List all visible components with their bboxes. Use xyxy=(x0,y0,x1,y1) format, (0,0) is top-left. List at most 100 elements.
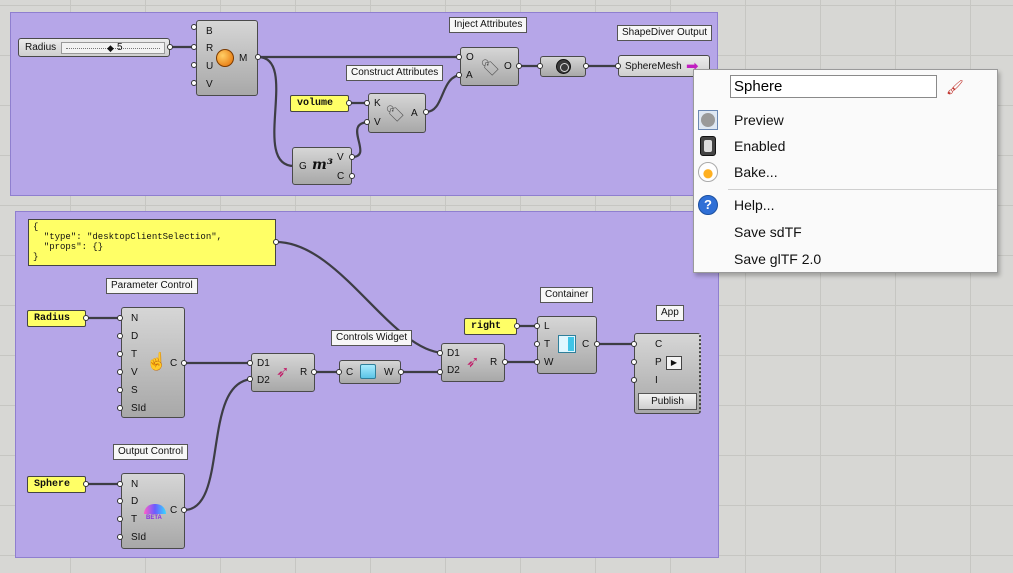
inject-attributes-title: Inject Attributes xyxy=(449,17,528,33)
output-control-title: Output Control xyxy=(113,444,189,460)
publish-button[interactable]: Publish xyxy=(638,393,697,410)
menu-item-enabled[interactable]: Enabled xyxy=(694,135,997,157)
output-port-d[interactable] xyxy=(117,498,123,504)
inject-port-o-in[interactable] xyxy=(456,54,462,60)
container-component[interactable]: L T W C xyxy=(537,316,597,374)
shapediver-output-port[interactable] xyxy=(615,63,621,69)
merge-component-2[interactable]: D1 D2 ➶ R xyxy=(441,343,505,382)
sphere-panel[interactable]: Sphere xyxy=(27,476,86,493)
merge1-port-d1[interactable] xyxy=(247,360,253,366)
volume-panel[interactable]: volume xyxy=(290,95,349,112)
param-port-s[interactable] xyxy=(117,387,123,393)
param-port-d[interactable] xyxy=(117,333,123,339)
app-port-p[interactable] xyxy=(631,359,637,365)
param-input-n: N xyxy=(131,313,139,324)
menu-item-help[interactable]: ? Help... xyxy=(694,194,997,216)
merge2-port-d1[interactable] xyxy=(437,350,443,356)
volume-component[interactable]: G m³ V C xyxy=(292,147,352,185)
construct-attributes-component[interactable]: K V 🏷 A xyxy=(368,93,426,133)
param-input-sid: SId xyxy=(131,403,147,414)
radius-panel-port[interactable] xyxy=(83,315,89,321)
mesh-port-out[interactable] xyxy=(583,63,589,69)
volume-m3-icon: m³ xyxy=(312,157,333,173)
sphere-port-b[interactable] xyxy=(191,24,197,30)
parameter-control-title: Parameter Control xyxy=(106,278,198,294)
hand-pointer-icon: ☝ xyxy=(146,352,168,371)
tag-icon: 🏷 xyxy=(385,106,406,123)
component-name-input[interactable] xyxy=(730,75,937,98)
menu-item-bake[interactable]: Bake... xyxy=(694,161,997,183)
param-port-v[interactable] xyxy=(117,369,123,375)
inject-port-o-out[interactable] xyxy=(516,63,522,69)
volume-panel-port[interactable] xyxy=(346,100,352,106)
slider-track[interactable] xyxy=(61,42,165,54)
output-port-c[interactable] xyxy=(181,507,187,513)
widget-port-c[interactable] xyxy=(336,369,342,375)
construct-output-a: A xyxy=(411,108,418,119)
widget-icon xyxy=(360,364,376,379)
app-component[interactable]: C P I ▶ Publish xyxy=(634,333,701,414)
construct-port-k[interactable] xyxy=(364,100,370,106)
json-line-4: } xyxy=(33,252,39,262)
merge1-port-d2[interactable] xyxy=(247,376,253,382)
mesh-icon xyxy=(556,59,571,74)
slider-knob-icon[interactable]: ◆ xyxy=(107,43,114,53)
right-panel-port[interactable] xyxy=(514,323,520,329)
right-panel[interactable]: right xyxy=(464,318,517,335)
menu-item-save-gltf[interactable]: Save glTF 2.0 xyxy=(694,248,997,270)
param-input-d: D xyxy=(131,331,139,342)
param-port-sid[interactable] xyxy=(117,405,123,411)
merge-component-1[interactable]: D1 D2 ➶ R xyxy=(251,353,315,392)
json-panel[interactable]: { "type": "desktopClientSelection", "pro… xyxy=(28,219,276,266)
json-line-2: "type": "desktopClientSelection", xyxy=(33,232,223,242)
app-port-i[interactable] xyxy=(631,377,637,383)
container-port-l[interactable] xyxy=(534,323,540,329)
merge-arrows-icon: ➶ xyxy=(276,364,290,381)
merge2-port-r[interactable] xyxy=(502,359,508,365)
json-panel-port[interactable] xyxy=(273,239,279,245)
container-port-c[interactable] xyxy=(594,341,600,347)
sphere-panel-port[interactable] xyxy=(83,481,89,487)
widget-port-w[interactable] xyxy=(398,369,404,375)
sphere-port-v[interactable] xyxy=(191,80,197,86)
param-port-t[interactable] xyxy=(117,351,123,357)
mesh-port-in[interactable] xyxy=(537,63,543,69)
inject-attributes-component[interactable]: O A 🏷 O xyxy=(460,47,519,86)
container-port-w[interactable] xyxy=(534,359,540,365)
output-port-t[interactable] xyxy=(117,516,123,522)
mesh-component[interactable] xyxy=(540,56,586,77)
slider-output-port[interactable] xyxy=(167,44,173,50)
sphere-port-u[interactable] xyxy=(191,62,197,68)
container-input-t: T xyxy=(544,339,551,350)
param-port-c[interactable] xyxy=(181,360,187,366)
merge2-port-d2[interactable] xyxy=(437,369,443,375)
sphere-output-m: M xyxy=(239,53,248,64)
output-port-n[interactable] xyxy=(117,481,123,487)
inject-port-a[interactable] xyxy=(456,72,462,78)
app-port-c[interactable] xyxy=(631,341,637,347)
volume-port-c[interactable] xyxy=(349,173,355,179)
sphere-component[interactable]: B R U V M xyxy=(196,20,258,96)
sphere-port-m[interactable] xyxy=(255,54,261,60)
radius-slider[interactable]: Radius ◆ 5 xyxy=(18,38,170,57)
container-port-t[interactable] xyxy=(534,341,540,347)
menu-item-preview[interactable]: Preview xyxy=(694,109,997,131)
param-input-v: V xyxy=(131,367,138,378)
sphere-port-r[interactable] xyxy=(191,44,197,50)
output-control-component[interactable]: N D T SId BETA C xyxy=(121,473,185,549)
construct-port-v[interactable] xyxy=(364,119,370,125)
volume-port-v[interactable] xyxy=(349,154,355,160)
param-output-c: C xyxy=(170,358,178,369)
inject-output-o: O xyxy=(504,61,512,72)
paint-bucket-icon[interactable]: 🖌 xyxy=(946,79,964,95)
controls-widget-component[interactable]: C W xyxy=(339,360,401,384)
parameter-control-component[interactable]: N D T V S SId ☝ C xyxy=(121,307,185,418)
param-port-n[interactable] xyxy=(117,315,123,321)
merge1-port-r[interactable] xyxy=(311,369,317,375)
construct-input-k: K xyxy=(374,98,381,109)
menu-item-save-sdtf[interactable]: Save sdTF xyxy=(694,221,997,243)
construct-port-a[interactable] xyxy=(423,109,429,115)
radius-panel[interactable]: Radius xyxy=(27,310,86,327)
sphere-input-u: U xyxy=(206,61,214,72)
output-port-sid[interactable] xyxy=(117,534,123,540)
